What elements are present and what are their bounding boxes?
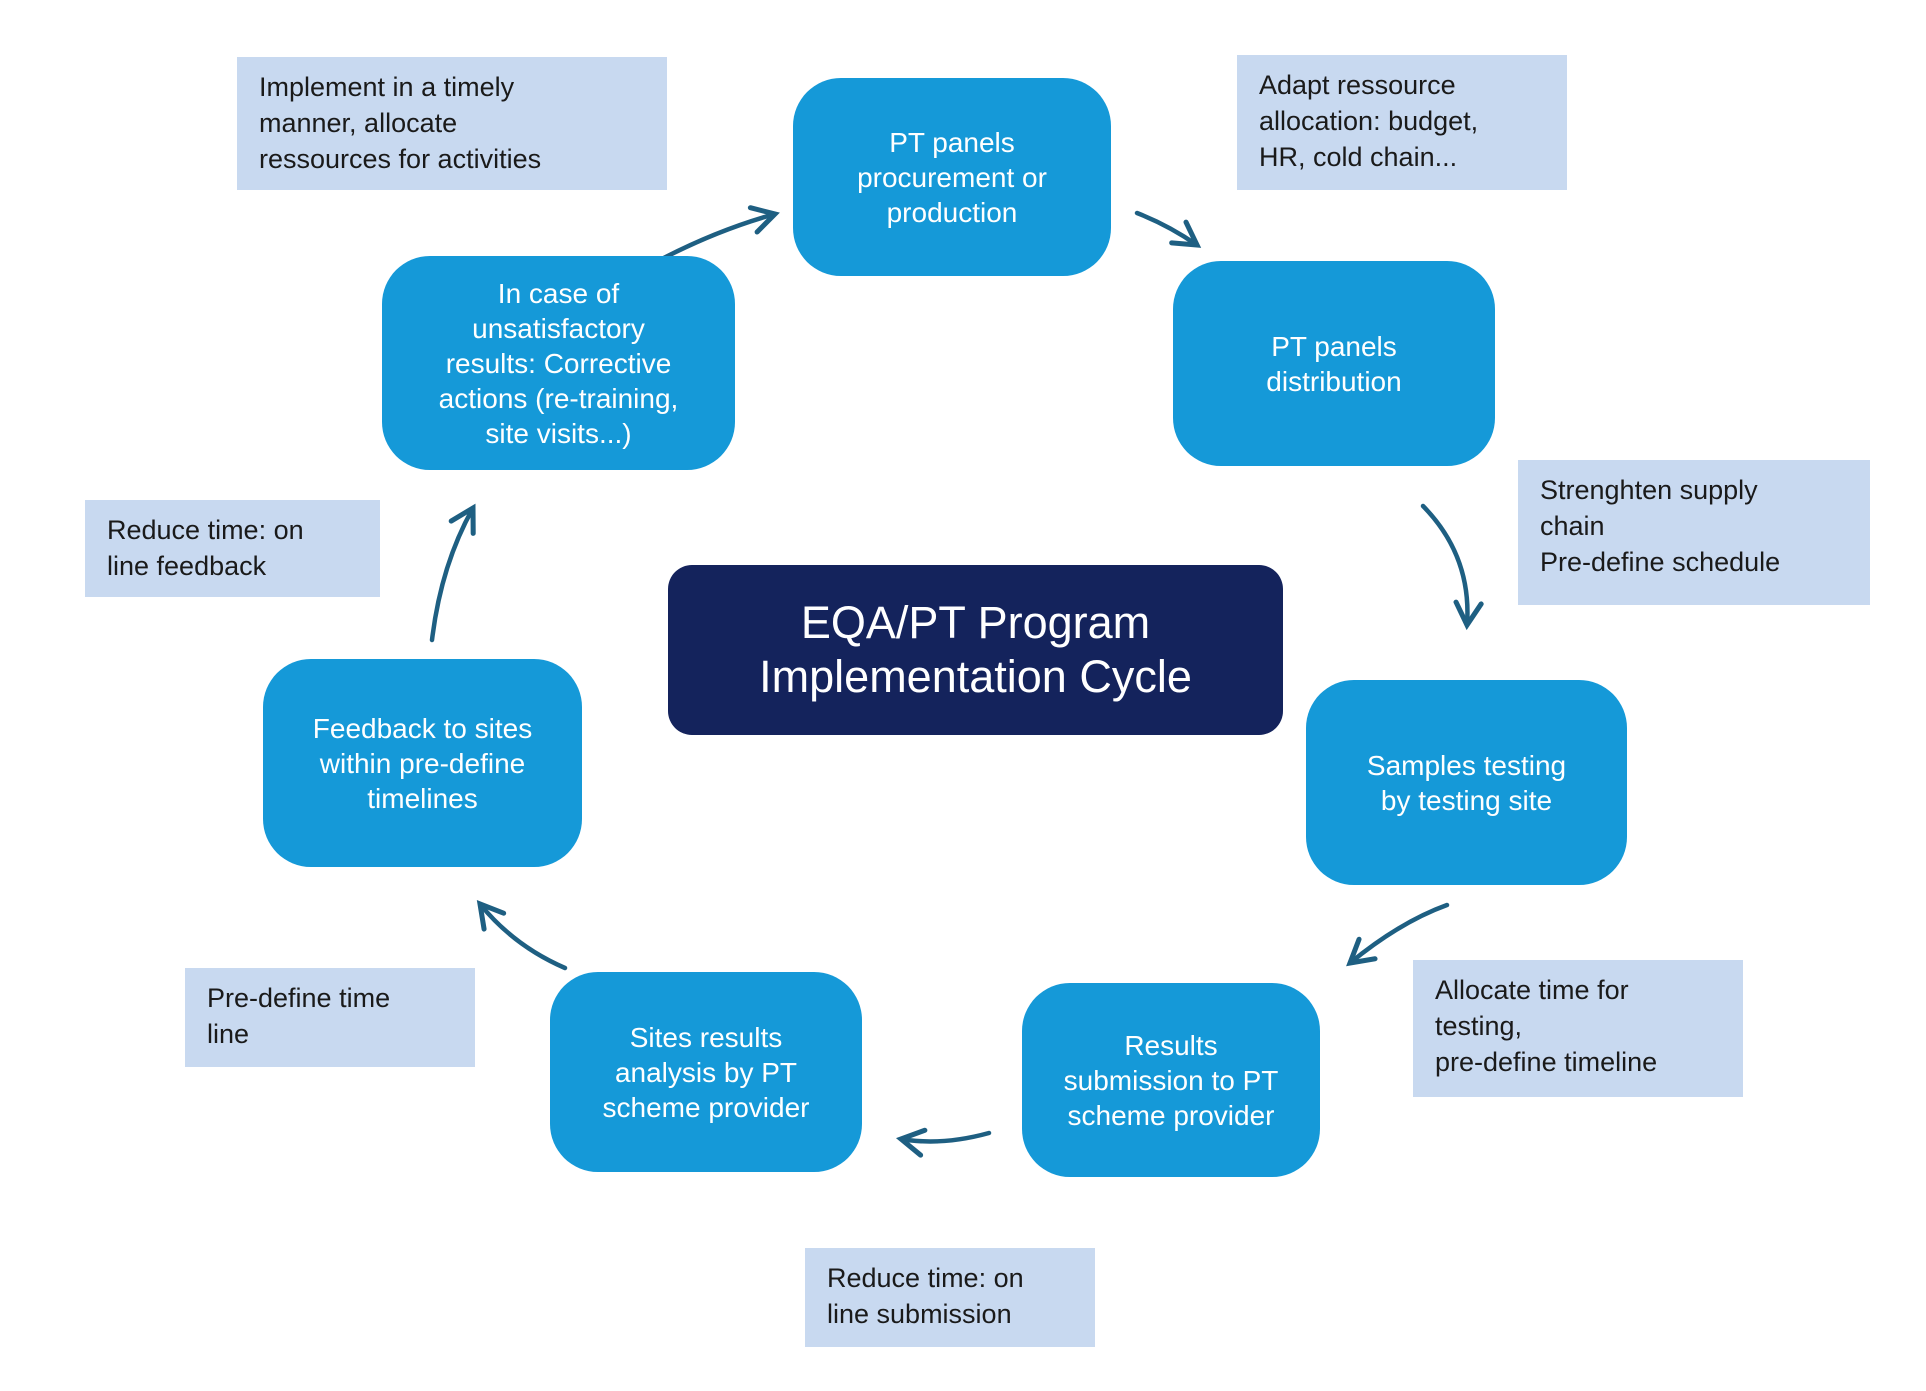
annotation-strengthen-supply-chain: Strenghten supply chain Pre-define sched… — [1518, 460, 1870, 605]
node-samples-testing: Samples testing by testing site — [1306, 680, 1627, 885]
arrow-distribution-to-samples-icon — [1420, 503, 1484, 631]
annotation-adapt-resources: Adapt ressource allocation: budget, HR, … — [1237, 55, 1567, 190]
annotation-reduce-time-feedback: Reduce time: on line feedback — [85, 500, 380, 597]
annotation-predefine-timeline: Pre-define time line — [185, 968, 475, 1067]
node-pt-panels-distribution: PT panels distribution — [1173, 261, 1495, 466]
node-feedback-to-sites: Feedback to sites within pre-define time… — [263, 659, 582, 867]
node-sites-results-analysis: Sites results analysis by PT scheme prov… — [550, 972, 862, 1172]
node-results-submission: Results submission to PT scheme provider — [1022, 983, 1320, 1177]
annotation-allocate-time: Allocate time for testing, pre-define ti… — [1413, 960, 1743, 1097]
annotation-implement-timely: Implement in a timely manner, allocate r… — [237, 57, 667, 190]
arrow-samples-to-results-icon — [1346, 902, 1450, 967]
arrow-results-to-sites-icon — [895, 1127, 992, 1158]
arrow-feedback-to-corrective-icon — [429, 503, 476, 643]
diagram-title: EQA/PT Program Implementation Cycle — [668, 565, 1283, 735]
node-pt-panels-procurement: PT panels procurement or production — [793, 78, 1111, 276]
arrow-sites-to-feedback-icon — [476, 900, 568, 971]
annotation-reduce-time-submission: Reduce time: on line submission — [805, 1248, 1095, 1347]
node-corrective-actions: In case of unsatisfactory results: Corre… — [382, 256, 735, 470]
arrow-procurement-to-distribution-icon — [1134, 210, 1202, 248]
